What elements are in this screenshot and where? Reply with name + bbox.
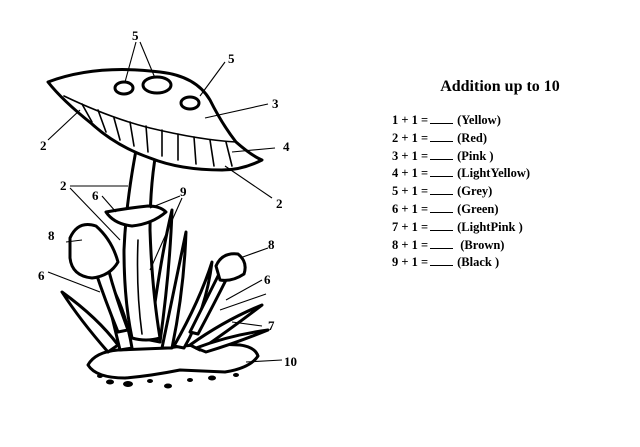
answer-blank — [430, 148, 454, 160]
region-number: 6 — [38, 268, 45, 283]
cap-spot — [141, 75, 173, 95]
stem-ring — [104, 204, 168, 228]
ground-mound — [86, 342, 260, 380]
color-hint: (Green) — [457, 201, 499, 216]
problem-row: 4 + 1 = (LightYellow) — [392, 165, 620, 183]
answer-blank — [430, 112, 454, 124]
cap-spot — [113, 80, 135, 96]
color-hint: (Brown) — [457, 237, 505, 252]
problem-row: 5 + 1 = (Grey) — [392, 183, 620, 201]
answer-blank — [430, 219, 454, 231]
color-hint: (Pink ) — [457, 148, 494, 163]
cap-gills — [81, 103, 233, 167]
equation: 3 + 1 = — [392, 148, 429, 163]
answer-blank — [430, 130, 454, 142]
region-number: 9 — [180, 184, 187, 199]
region-number: 3 — [272, 96, 279, 111]
cap-spot — [179, 95, 201, 111]
region-number: 6 — [264, 272, 271, 287]
equation: 8 + 1 = — [392, 237, 429, 252]
big-mushroom-cap — [46, 68, 264, 172]
region-number: 5 — [228, 51, 235, 66]
region-number: 10 — [284, 354, 297, 369]
answer-blank — [430, 201, 454, 213]
equation: 9 + 1 = — [392, 255, 429, 270]
region-number: 4 — [283, 139, 290, 154]
problem-row: 9 + 1 = (Black ) — [392, 254, 620, 272]
problem-list: 1 + 1 = (Yellow) 2 + 1 = (Red) 3 + 1 = (Pin… — [392, 112, 620, 272]
equation: 7 + 1 = — [392, 219, 429, 234]
big-mushroom-stem — [122, 138, 162, 342]
addition-worksheet: Addition up to 10 1 + 1 = (Yellow) 2 + 1 … — [380, 78, 620, 272]
color-hint: (LightPink ) — [457, 219, 523, 234]
problem-row: 8 + 1 = (Brown) — [392, 237, 620, 255]
problem-row: 3 + 1 = (Pink ) — [392, 148, 620, 166]
leader-lines — [47, 41, 283, 363]
region-number: 7 — [268, 318, 275, 333]
answer-blank — [430, 237, 454, 249]
region-numbers: 5 5 3 2 4 2 2 6 9 8 8 6 6 7 10 — [38, 28, 297, 369]
region-number: 2 — [276, 196, 283, 211]
region-number: 2 — [60, 178, 67, 193]
worksheet-title: Addition up to 10 — [440, 78, 560, 95]
color-hint: (Red) — [457, 130, 487, 145]
region-number: 8 — [48, 228, 55, 243]
ground-pebbles — [97, 373, 239, 389]
color-hint: (Grey) — [457, 184, 493, 199]
problem-row: 7 + 1 = (LightPink ) — [392, 219, 620, 237]
problem-row: 2 + 1 = (Red) — [392, 130, 620, 148]
color-hint: (Yellow) — [457, 113, 501, 127]
equation: 1 + 1 = — [392, 113, 429, 127]
small-mushroom-left-stem — [93, 266, 130, 334]
region-number: 2 — [40, 138, 47, 153]
small-mushroom-right-cap — [214, 252, 247, 282]
answer-blank — [430, 254, 454, 267]
region-number: 8 — [268, 237, 275, 252]
answer-blank — [430, 183, 454, 196]
equation: 4 + 1 = — [392, 166, 429, 181]
equation: 2 + 1 = — [392, 130, 429, 145]
color-hint: (LightYellow) — [457, 166, 531, 181]
small-mushroom-left-cap — [68, 223, 120, 280]
equation: 6 + 1 = — [392, 201, 429, 216]
problem-row: 6 + 1 = (Green) — [392, 201, 620, 219]
answer-blank — [430, 165, 454, 178]
color-hint: (Black ) — [457, 255, 500, 270]
region-number: 6 — [92, 188, 99, 203]
equation: 5 + 1 = — [392, 184, 429, 199]
region-number: 5 — [132, 28, 139, 43]
problem-row: 1 + 1 = (Yellow) — [392, 112, 620, 130]
small-mushroom-right-stem — [188, 270, 230, 336]
